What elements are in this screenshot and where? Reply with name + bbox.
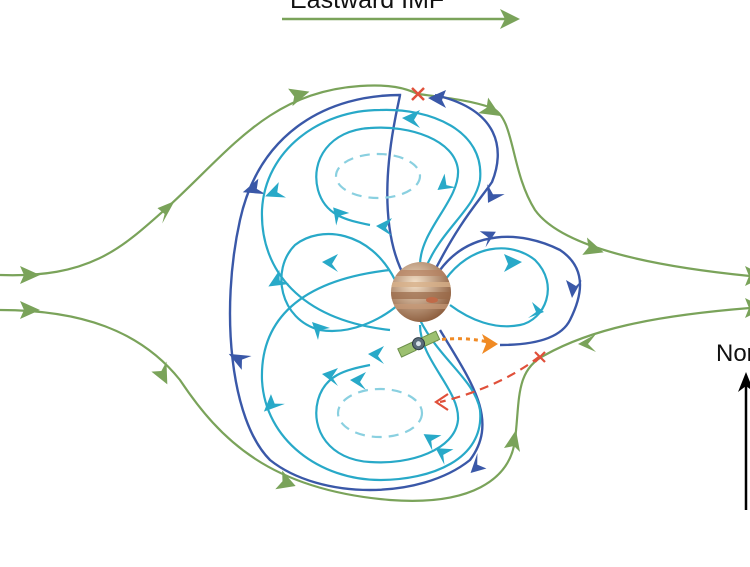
dashed-field-loops bbox=[334, 152, 424, 439]
inner-right-lobe bbox=[444, 247, 549, 328]
reconnection-lines bbox=[434, 355, 541, 411]
inner-lower-small bbox=[315, 324, 460, 464]
imf-arrow bbox=[282, 9, 520, 29]
closed-upper-right bbox=[430, 93, 499, 277]
spacecraft-trajectory bbox=[433, 334, 498, 354]
reconnection-path bbox=[439, 355, 541, 404]
inner-arrowheads bbox=[263, 110, 544, 465]
spacecraft-icon bbox=[397, 330, 441, 358]
closed-arrowheads bbox=[228, 90, 582, 474]
inner-upper-small bbox=[315, 126, 460, 266]
x-mark-icon bbox=[534, 351, 546, 363]
imf-field-lines bbox=[0, 84, 750, 502]
dashed-upper-loop bbox=[334, 152, 422, 200]
closed-outer-line bbox=[228, 93, 484, 492]
jupiter-icon bbox=[391, 262, 451, 322]
imf-arrowheads bbox=[20, 88, 750, 490]
north-axis-arrow bbox=[738, 372, 750, 510]
imf-line-upper bbox=[0, 84, 750, 278]
inner-field-lines bbox=[260, 108, 549, 482]
imf-label: Eastward IMF bbox=[290, 0, 445, 14]
north-label: North bbox=[716, 340, 750, 367]
x-mark-icon bbox=[411, 87, 425, 101]
dashed-lower-loop bbox=[336, 387, 424, 439]
closed-field-lines bbox=[228, 93, 582, 492]
inner-lower-loop bbox=[260, 268, 482, 482]
closed-right-lobe bbox=[439, 235, 582, 347]
inner-left-lobe bbox=[280, 232, 399, 333]
imf-line-lower bbox=[0, 306, 750, 502]
